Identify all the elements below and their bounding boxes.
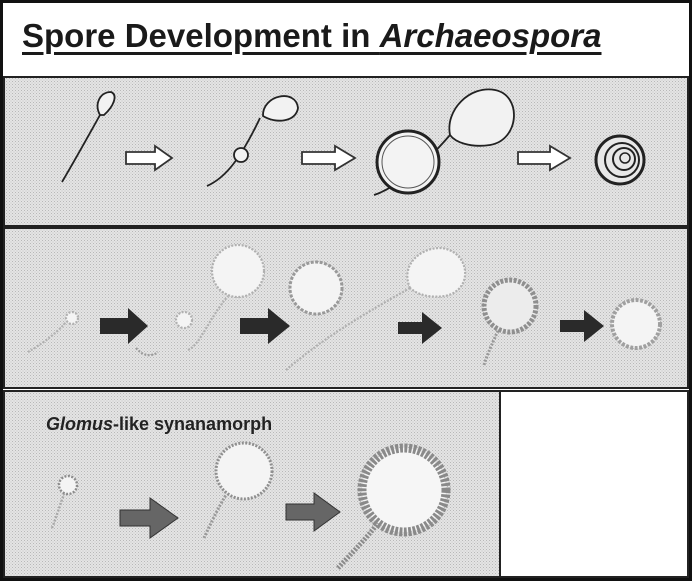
spore-mid-5 [612, 300, 660, 348]
panel-middle [4, 228, 688, 388]
bud-mid-2 [176, 312, 192, 328]
synanamorph-caption: Glomus-like synanamorph [46, 412, 272, 436]
title-genus: Archaeospora [380, 17, 602, 54]
caption-genus: Glomus [46, 414, 113, 434]
diagram-title: Spore Development in Archaeospora [22, 14, 602, 58]
spore-stage-3 [377, 131, 439, 193]
spore-mid-3 [290, 262, 342, 314]
panel-bottom-right [500, 391, 688, 577]
spore-bottom-2 [216, 443, 272, 499]
bud-stage-2 [234, 148, 248, 162]
saccule-mid-2 [212, 245, 264, 297]
spore-bottom-1 [59, 476, 77, 494]
spore-bottom-3 [362, 448, 446, 532]
spore-mid-4 [484, 280, 536, 332]
spore-mid-1 [66, 312, 78, 324]
title-text: Spore Development in [22, 17, 380, 54]
caption-rest: -like synanamorph [113, 414, 272, 434]
